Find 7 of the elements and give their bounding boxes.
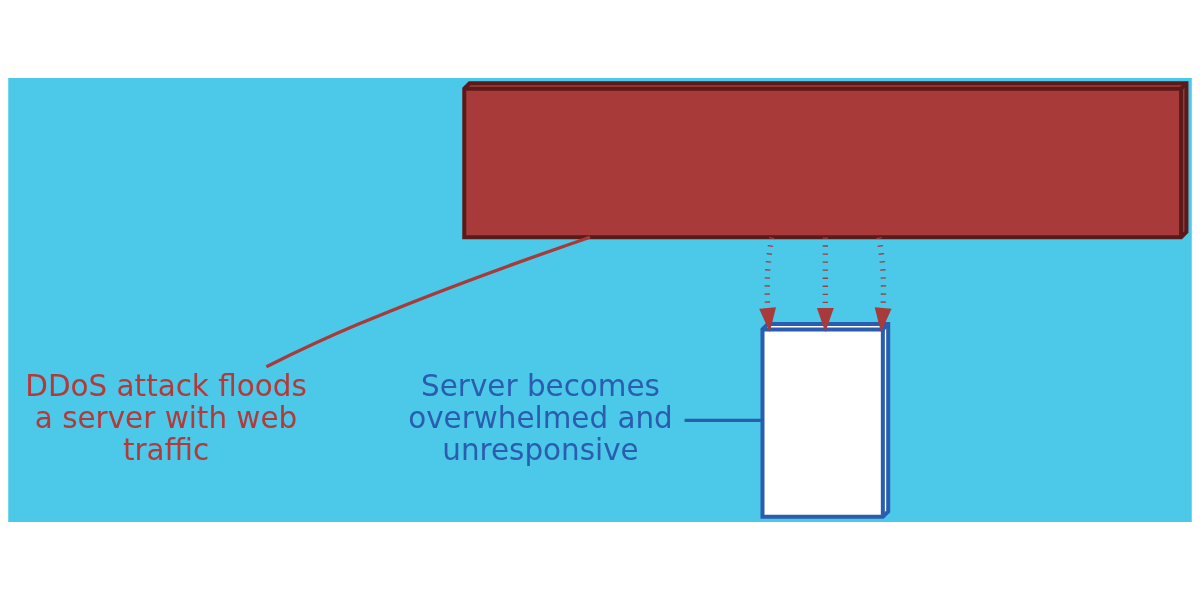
node-text: Server becomes overwhelmed and unresponsive	[408, 368, 673, 467]
connector	[265, 235, 591, 369]
arrow	[816, 237, 834, 333]
arrow	[759, 237, 776, 333]
arrow	[874, 237, 892, 333]
connector	[684, 418, 763, 423]
node-text: DDoS attack floods a server with web traffic	[25, 368, 307, 467]
